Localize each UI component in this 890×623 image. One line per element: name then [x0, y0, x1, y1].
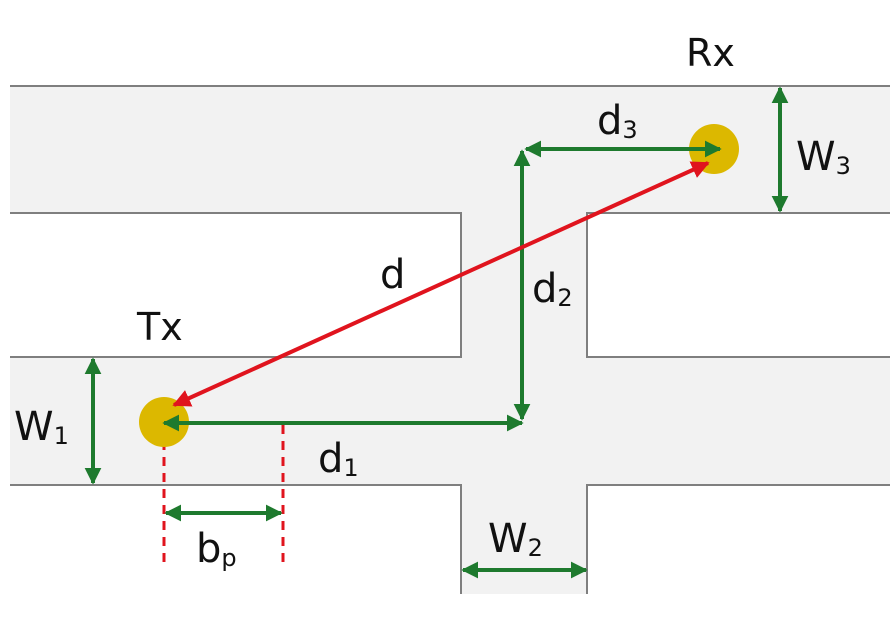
d-arrow — [172, 161, 710, 407]
d-label: d — [380, 252, 405, 298]
d2-label: d2 — [532, 266, 573, 312]
w3-label: W3 — [796, 134, 851, 180]
bp-label: bp — [196, 526, 237, 572]
tx-label: Tx — [136, 305, 183, 349]
d1-label: d1 — [318, 436, 359, 482]
d3-label: d3 — [597, 98, 638, 144]
w2-label: W2 — [488, 516, 543, 562]
w1-label: W1 — [14, 404, 69, 450]
rx-label: Rx — [686, 31, 735, 75]
